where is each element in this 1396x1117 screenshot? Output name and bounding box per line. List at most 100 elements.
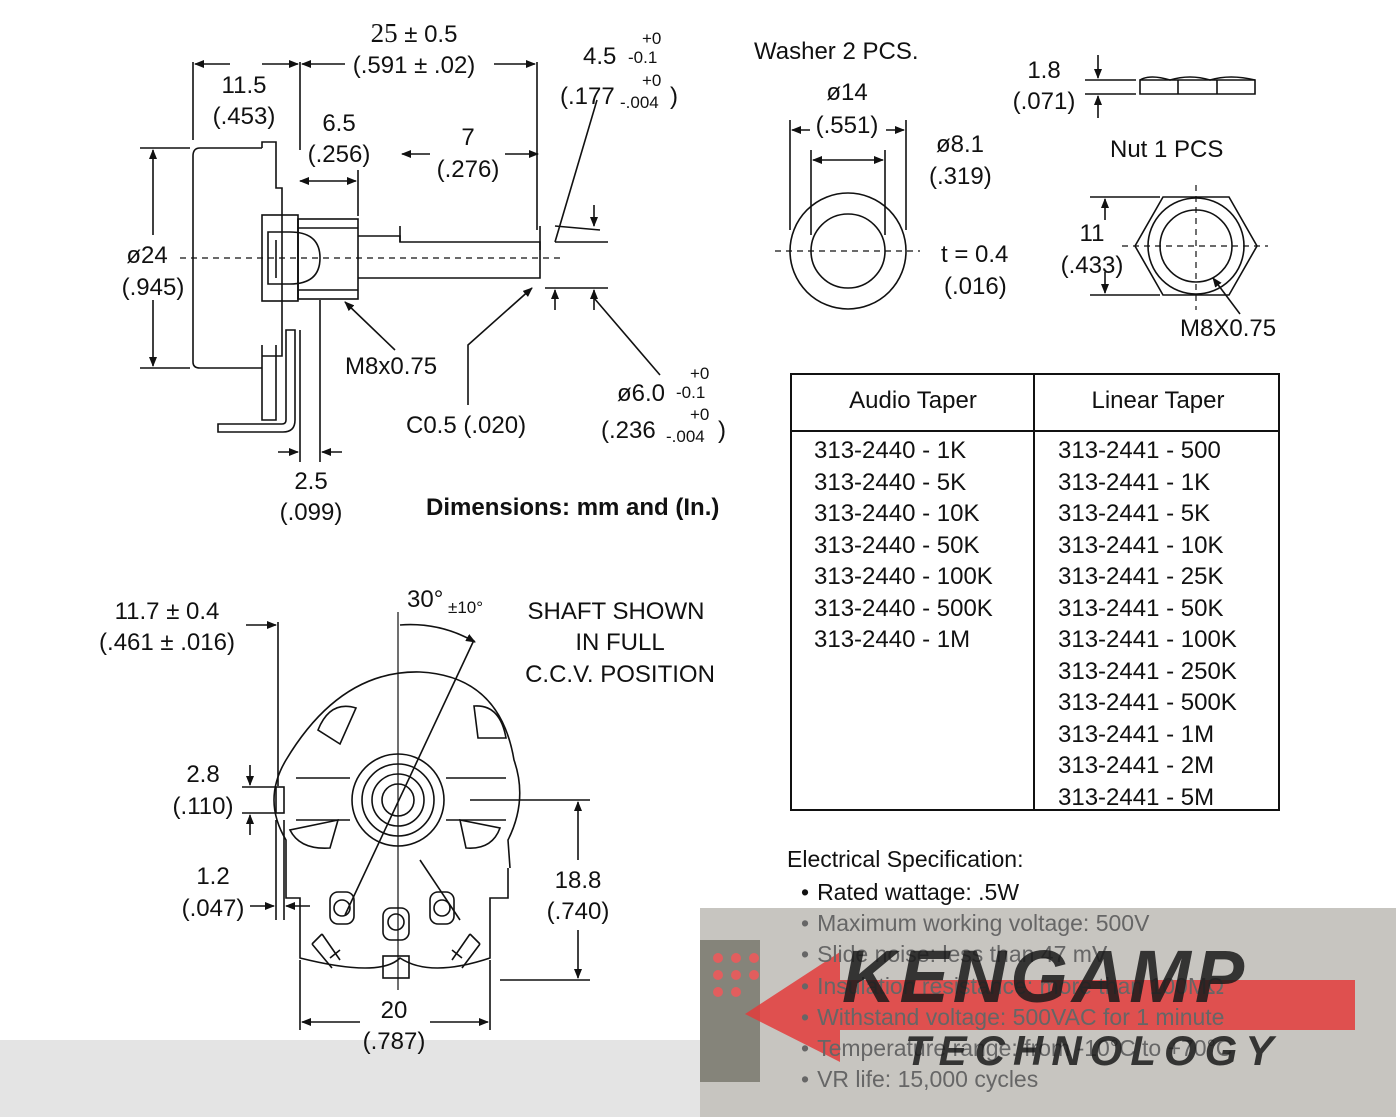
list-item: 313-2441 - 100K xyxy=(1058,626,1237,653)
list-item: Slide noise: less than 47 mV xyxy=(787,939,1232,970)
lug-thickness: 2.5 xyxy=(294,468,328,495)
list-item: 313-2441 - 1M xyxy=(1058,720,1215,748)
side-view xyxy=(140,60,661,462)
body-depth: 11.5 xyxy=(221,72,267,99)
nut-view xyxy=(1085,55,1268,315)
linear-taper-list: 313-2441 - 500 313-2441 - 1K 313-2441 - … xyxy=(1058,435,1237,813)
tab-offset: 11.7 ± 0.4 xyxy=(114,598,220,625)
flat-in-tol-minus: -.004 xyxy=(620,93,659,112)
thread-length-inch: (.256) xyxy=(307,141,371,168)
list-item: 313-2441 - 5K xyxy=(1058,500,1211,527)
tab-width: 2.8 xyxy=(186,761,220,788)
audio-taper-header: Audio Taper xyxy=(849,387,977,414)
list-item: Withstand voltage: 500VAC for 1 minute xyxy=(787,1002,1232,1033)
list-item: 313-2441 - 2M xyxy=(1058,752,1215,779)
flat-in-close: ) xyxy=(670,83,678,110)
list-item: 313-2440 - 5K xyxy=(814,468,967,496)
list-item: Insulation resistance: more than 100MΩ xyxy=(787,971,1232,1002)
list-item: 313-2440 - 1K xyxy=(814,437,967,464)
electrical-specification: Electrical Specification: Rated wattage:… xyxy=(787,846,1232,1095)
nut-thickness-inch: (.071) xyxy=(1012,88,1076,115)
overall-length-value: 25 xyxy=(370,18,398,48)
tab-thickness: 1.2 xyxy=(196,863,230,890)
part-number-table: Audio Taper 313-2440 - 1K 313-2440 - 5K … xyxy=(790,373,1280,811)
shaft-tol-minus: -0.1 xyxy=(676,383,706,402)
list-item: 313-2440 - 100K xyxy=(814,563,993,590)
list-item: 313-2441 - 1K xyxy=(1058,468,1211,496)
list-item: Rated wattage: .5W xyxy=(787,877,1232,908)
body-diameter-inch: (.945) xyxy=(121,274,185,301)
shaft-note-2: IN FULL xyxy=(575,629,665,656)
audio-taper-column: Audio Taper 313-2440 - 1K 313-2440 - 5K … xyxy=(792,375,1034,809)
shaft-tol-plus: +0 xyxy=(690,364,710,383)
list-item: 313-2440 - 1M xyxy=(814,626,971,653)
body-diameter: ø24 xyxy=(126,242,168,269)
rotation-angle: 30° xyxy=(407,586,444,613)
flat-tol-plus: +0 xyxy=(642,29,662,48)
linear-taper-column: Linear Taper 313-2441 - 500 313-2441 - 1… xyxy=(1036,375,1280,811)
list-item: 313-2441 - 25K xyxy=(1058,563,1224,590)
list-item: 313-2441 - 250K xyxy=(1058,657,1237,685)
spec-list: Rated wattage: .5W Maximum working volta… xyxy=(787,877,1232,1095)
nut-flats: 11 xyxy=(1079,220,1105,247)
list-item: 313-2441 - 50K xyxy=(1058,594,1224,622)
list-item: 313-2440 - 10K xyxy=(814,500,980,527)
nut-thickness: 1.8 xyxy=(1027,57,1061,84)
list-item: VR life: 15,000 cycles xyxy=(787,1064,1232,1095)
flat-tol-minus: -0.1 xyxy=(628,48,658,67)
front-height: 18.8 xyxy=(554,867,602,894)
shaft-in-tol-plus: +0 xyxy=(690,405,710,424)
front-height-inch: (.740) xyxy=(546,898,610,925)
tab-thickness-inch: (.047) xyxy=(181,895,245,922)
tab-offset-inch: (.461 ± .016) xyxy=(99,629,235,656)
shaft-in-tol-minus: -.004 xyxy=(666,427,705,446)
flat-length: 7 xyxy=(461,124,475,151)
chamfer-label: C0.5 (.020) xyxy=(406,412,527,439)
front-width: 20 xyxy=(380,997,408,1024)
shaft-in-close: ) xyxy=(718,417,726,444)
washer-view xyxy=(775,120,920,310)
flat-in-tol-plus: +0 xyxy=(642,71,662,90)
nut-title: Nut 1 PCS xyxy=(1110,136,1224,163)
brand-logo-subtext: TECHNOLOGY xyxy=(905,1027,1282,1074)
front-view xyxy=(242,612,590,1030)
audio-taper-list: 313-2440 - 1K 313-2440 - 5K 313-2440 - 1… xyxy=(814,435,993,656)
spec-title: Electrical Specification: xyxy=(787,846,1024,872)
overall-length-label: 25 ± 0.5 xyxy=(371,20,458,47)
lug-thickness-inch: (.099) xyxy=(279,499,343,526)
list-item: Maximum working voltage: 500V xyxy=(787,908,1232,939)
flat-length-inch: (.276) xyxy=(436,156,500,183)
list-item: 313-2441 - 10K xyxy=(1058,531,1224,559)
washer-thickness: t = 0.4 xyxy=(941,241,1009,268)
flat-depth: 4.5 xyxy=(583,43,617,70)
list-item: 313-2441 - 500K xyxy=(1058,689,1237,716)
washer-title: Washer 2 PCS. xyxy=(754,38,919,65)
nut-flats-inch: (.433) xyxy=(1060,252,1124,279)
shaft-note-3: C.C.V. POSITION xyxy=(525,661,715,688)
washer-od-inch: (.551) xyxy=(815,112,879,139)
list-item: Temperature range: from -10°C to +70°C xyxy=(787,1033,1232,1064)
list-item: 313-2441 - 5M xyxy=(1058,783,1215,811)
overall-length-tol: ± 0.5 xyxy=(404,21,458,48)
flat-depth-inch: (.177 xyxy=(560,83,615,110)
tab-width-inch: (.110) xyxy=(172,793,234,820)
shaft-note-1: SHAFT SHOWN xyxy=(527,598,705,625)
body-depth-inch: (.453) xyxy=(212,103,276,130)
washer-thickness-inch: (.016) xyxy=(944,273,1007,300)
list-item: 313-2441 - 500 xyxy=(1058,437,1221,464)
thread-length: 6.5 xyxy=(322,110,356,137)
washer-id-inch: (.319) xyxy=(929,163,992,190)
overall-length-inch: (.591 ± .02) xyxy=(352,52,476,79)
thread-label: M8x0.75 xyxy=(345,353,438,380)
table-header-rule xyxy=(792,430,1278,432)
shaft-diameter: ø6.0 xyxy=(617,380,666,407)
washer-id: ø8.1 xyxy=(936,131,985,158)
shaft-diameter-inch: (.236 xyxy=(601,417,656,444)
list-item: 313-2440 - 50K xyxy=(814,531,980,559)
rotation-angle-tol: ±10° xyxy=(448,598,484,617)
front-width-inch: (.787) xyxy=(362,1028,426,1055)
washer-od: ø14 xyxy=(826,79,868,106)
list-item: 313-2440 - 500K xyxy=(814,594,993,622)
nut-thread: M8X0.75 xyxy=(1180,315,1277,342)
brand-logo-text: KENGAMP xyxy=(842,935,1249,1018)
